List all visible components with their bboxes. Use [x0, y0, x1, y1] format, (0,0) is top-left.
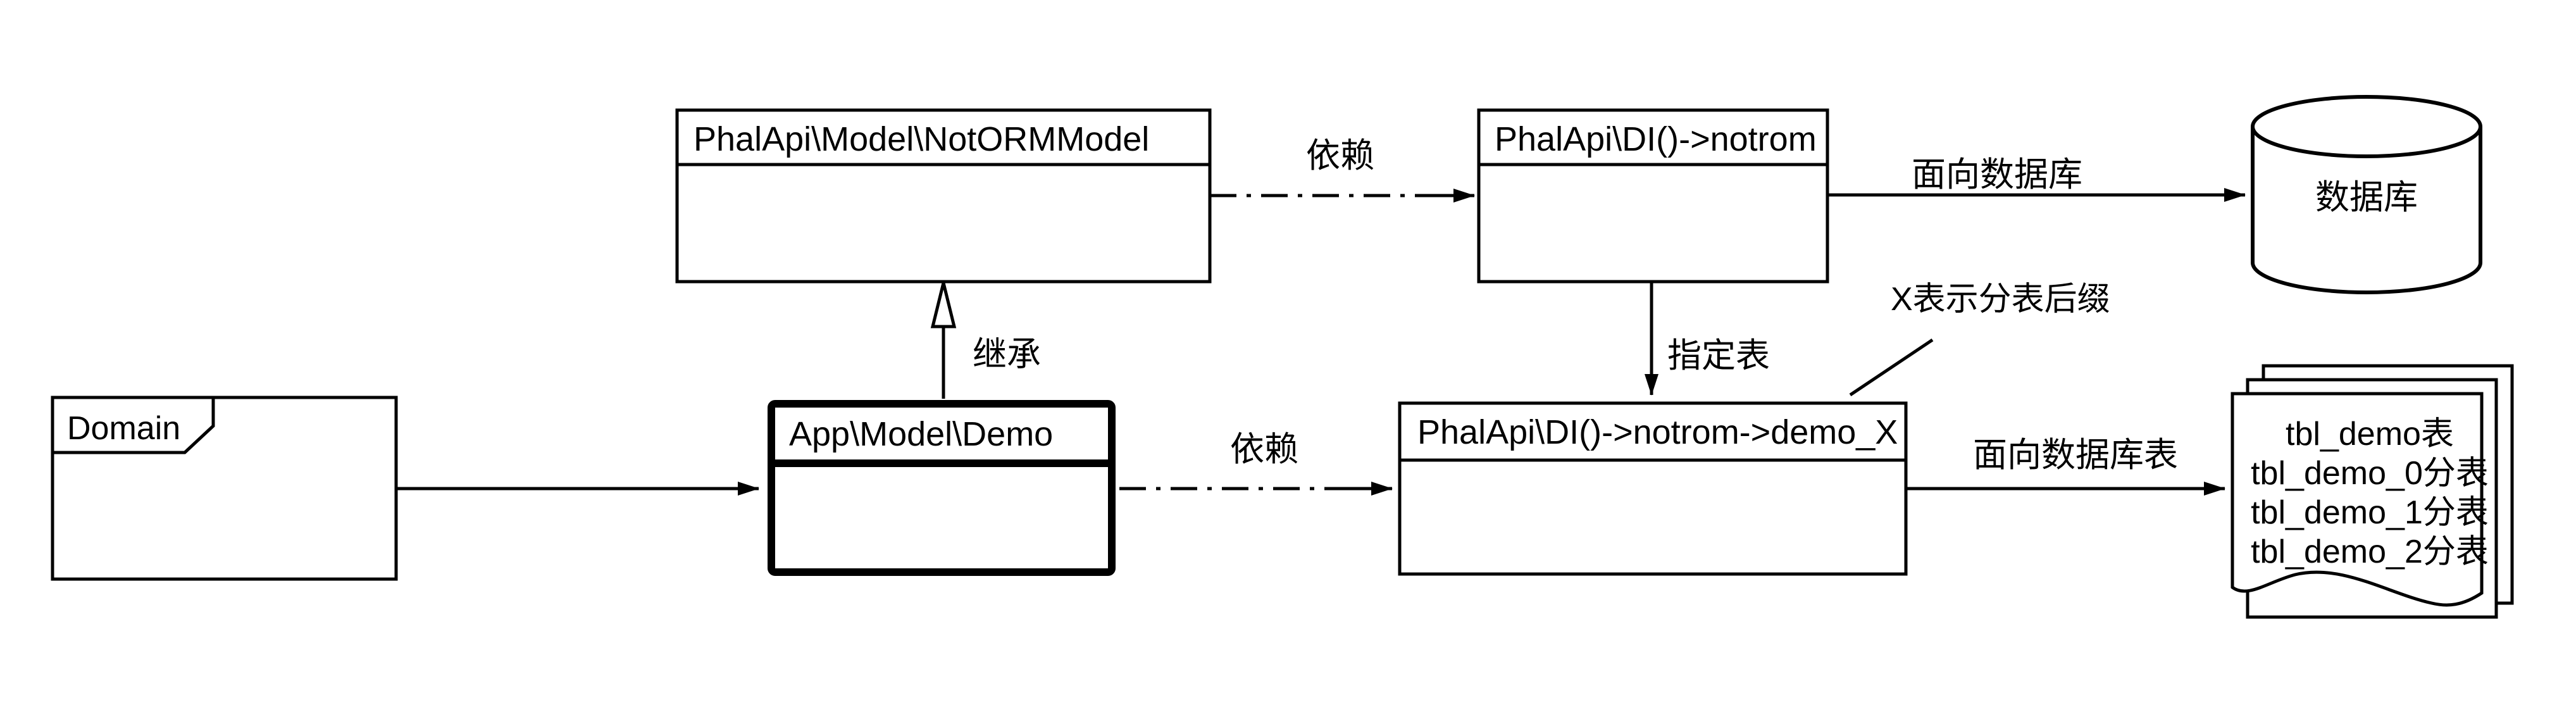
class-box-notormmodel: PhalApi\Model\NotORMModel [675, 108, 1212, 284]
inheritance-label: 继承 [973, 335, 1041, 373]
annotation-text: X表示分表后缀 [1891, 281, 2110, 318]
class-box-di-notrom: PhalApi\DI()->notrom [1477, 108, 1829, 284]
table-line-2: tbl_demo_0分表 [2251, 455, 2489, 492]
dependency-arrow-bottom: 依赖 [1119, 430, 1393, 496]
annotation-pointer-line [1849, 338, 1934, 397]
class-box-app-model-demo: App\Model\Demo [768, 400, 1116, 576]
dependency-arrow-top: 依赖 [1210, 137, 1475, 203]
document-front-sheet [2231, 392, 2484, 607]
dependency-label-top: 依赖 [1306, 137, 1374, 175]
class-box-di-notrom-demo-x: PhalApi\DI()->notrom->demo_X [1398, 401, 1908, 576]
database-cylinder: 数据库 [2251, 95, 2482, 294]
inheritance-triangle-icon [930, 282, 957, 328]
to-tables-arrow: 面向数据库表 [1906, 436, 2225, 496]
inheritance-arrow: 继承 [930, 282, 1041, 399]
table-line-3: tbl_demo_1分表 [2251, 494, 2489, 531]
package-title-domain: Domain [67, 410, 180, 447]
class-title-di-notrom: PhalApi\DI()->notrom [1495, 120, 1817, 158]
database-label: 数据库 [2315, 178, 2418, 216]
class-title-notormmodel: PhalApi\Model\NotORMModel [694, 120, 1149, 158]
package-tab-outline [53, 397, 215, 454]
to-tables-label: 面向数据库表 [1973, 436, 2178, 474]
dependency-label-bottom: 依赖 [1230, 430, 1298, 468]
to-database-label: 面向数据库 [1912, 156, 2082, 194]
package-box-domain: Domain [51, 396, 398, 581]
tables-document-stack: tbl_demo表 tbl_demo_0分表 tbl_demo_1分表 tbl_… [2231, 364, 2514, 619]
table-line-4: tbl_demo_2分表 [2251, 534, 2489, 570]
class-title-app-model-demo: App\Model\Demo [789, 415, 1053, 453]
to-database-arrow: 面向数据库 [1827, 156, 2246, 202]
table-line-1: tbl_demo表 [2286, 416, 2454, 453]
assign-table-arrow: 指定表 [1645, 283, 1770, 396]
class-title-di-notrom-demo-x: PhalApi\DI()->notrom->demo_X [1417, 413, 1898, 451]
suffix-annotation: X表示分表后缀 [1849, 281, 2110, 397]
assign-table-label: 指定表 [1667, 337, 1770, 375]
